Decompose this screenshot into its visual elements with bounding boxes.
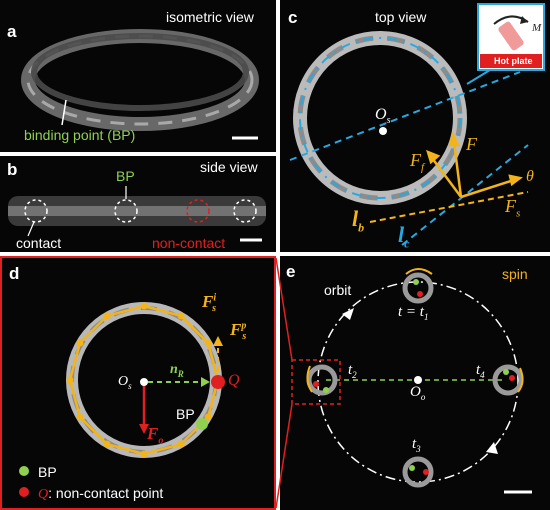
- highlight-box: [291, 359, 341, 405]
- panel-a: a isometric view binding point (BP): [0, 0, 276, 152]
- tangent-arrow: [68, 342, 82, 381]
- tangent-arrow: [106, 442, 145, 456]
- os-label: Os: [118, 374, 132, 391]
- Fo-label: Fo: [147, 424, 164, 447]
- q-label: Q: [228, 372, 240, 389]
- contact-circle-1: [24, 199, 48, 223]
- os-label: Os: [375, 106, 391, 127]
- lb-label: lb: [352, 206, 365, 235]
- side-view-label: side view: [200, 159, 258, 175]
- legend-bp-dot: [19, 466, 29, 476]
- force-vectors: [426, 131, 523, 199]
- tangent-dot: [140, 450, 148, 458]
- top-view-label: top view: [375, 9, 427, 25]
- lc-label: lc: [398, 222, 410, 251]
- panel-letter-e: e: [286, 262, 296, 281]
- t2-label: t2: [348, 362, 357, 380]
- nR-label: nR: [170, 362, 184, 379]
- tangent-dot: [76, 413, 84, 421]
- panel-letter-c: c: [288, 8, 298, 27]
- Fsi-label: Fis: [202, 292, 217, 315]
- panel-letter-b: b: [7, 160, 18, 179]
- Ff-label: Ff: [410, 150, 425, 174]
- tangent-arrow: [106, 304, 145, 318]
- noncontact-label: non-contact: [152, 235, 226, 251]
- bp-label: BP: [176, 406, 195, 422]
- tangent-dot: [204, 339, 212, 347]
- legend-q-label: Q: non-contact point: [38, 485, 164, 502]
- theta-label: θ: [526, 168, 534, 185]
- panel-b: b side view BP contact non-contact: [0, 156, 276, 252]
- tangent-arrow: [79, 315, 108, 344]
- tangent-arrow: [143, 442, 182, 456]
- tangent-dot: [177, 440, 185, 448]
- contact-label: contact: [16, 235, 62, 251]
- tangent-dot: [177, 312, 185, 320]
- tangent-dot: [204, 413, 212, 421]
- panel-b-side-image: [8, 186, 266, 242]
- point-bp: [196, 418, 208, 430]
- panel-e: e spin orbit t = t1 t2 t3 t4 Oo: [280, 256, 550, 510]
- panel-c-diagram: [289, 3, 545, 246]
- bp-arrow: [61, 99, 67, 126]
- legend-bp-label: BP: [38, 464, 57, 480]
- bp-label: BP: [116, 168, 135, 184]
- panel-e-diagram: [291, 268, 532, 494]
- orbit-label: orbit: [324, 282, 352, 298]
- panel-d: d Fis Fps nR Os Q Fo BP BP Q: non-contac…: [0, 256, 276, 510]
- Fsp-label: Fps: [230, 320, 247, 343]
- tangent-arrow: [68, 379, 82, 418]
- bp-circle: [114, 199, 138, 223]
- center-os: [379, 127, 387, 135]
- binding-point-label: binding point (BP): [24, 127, 136, 143]
- legend-q-dot: [19, 487, 29, 497]
- panel-c: c top view Hot plate M Os F Ff Fs θ lb l…: [280, 0, 550, 252]
- t1-label: t = t1: [398, 304, 429, 322]
- tangent-dot: [140, 302, 148, 310]
- tangent-dot: [76, 339, 84, 347]
- moment-label: M: [532, 22, 542, 34]
- panel-d-diagram: [19, 302, 225, 497]
- panel-letter-a: a: [7, 22, 17, 41]
- panel-a-ring-image: [21, 29, 259, 140]
- orbit-path: [317, 281, 519, 483]
- tangent-dot: [66, 376, 74, 384]
- tangent-arrow: [206, 342, 220, 381]
- Fs-label: Fs: [505, 196, 521, 220]
- t3-label: t3: [412, 436, 421, 454]
- point-q: [211, 375, 225, 389]
- tangent-arrow: [79, 416, 108, 445]
- oo-label: Oo: [410, 384, 426, 402]
- spin-label: spin: [502, 266, 528, 282]
- isometric-view-label: isometric view: [166, 9, 254, 25]
- contact-circle-2: [233, 199, 257, 223]
- tangent-arrow: [143, 304, 182, 318]
- t4-label: t4: [476, 362, 485, 380]
- tangent-dot: [103, 312, 111, 320]
- hotplate-label: Hot plate: [494, 56, 533, 66]
- F-label: F: [466, 134, 477, 154]
- tangent-arrow: [180, 315, 209, 344]
- tangent-dot: [103, 440, 111, 448]
- noncontact-circle: [186, 199, 210, 223]
- panel-letter-d: d: [9, 264, 20, 283]
